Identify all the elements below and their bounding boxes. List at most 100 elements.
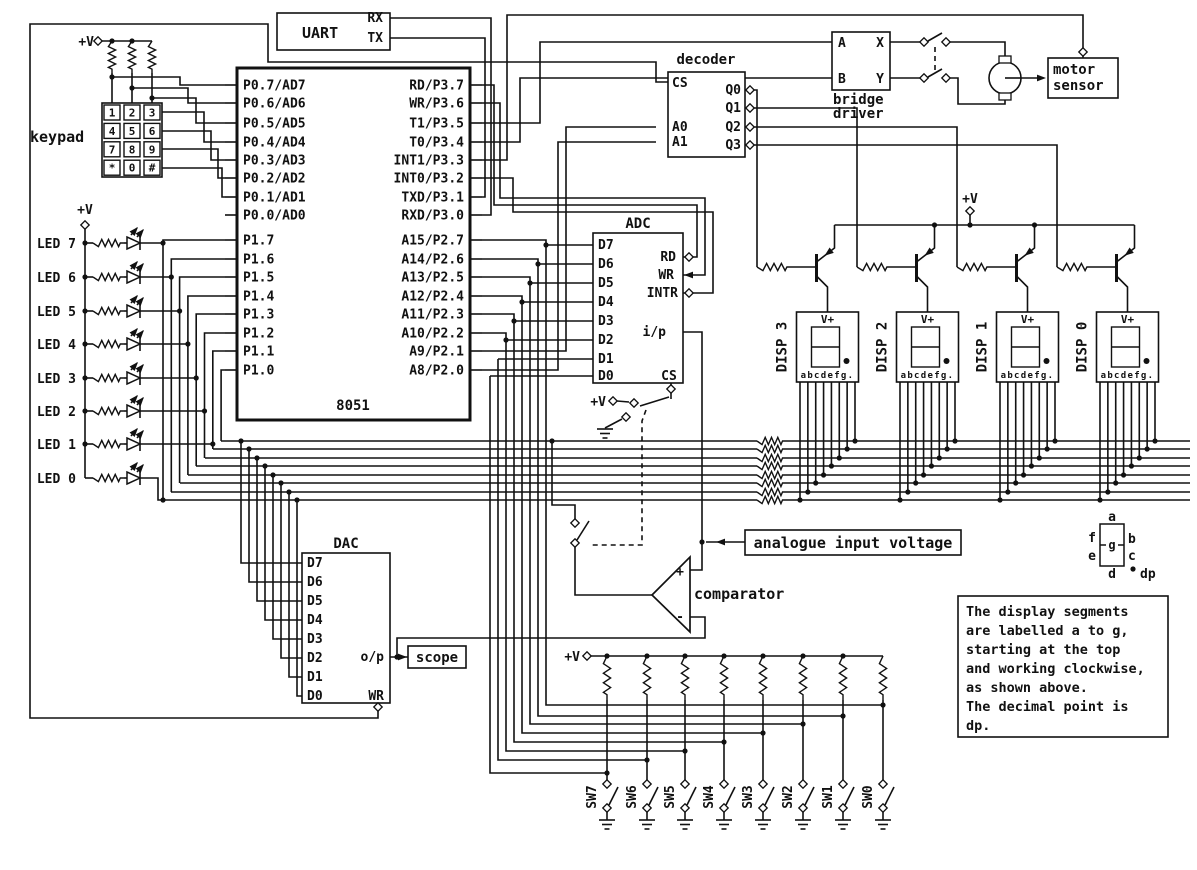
junction-dot: [952, 438, 958, 444]
arrowhead: [129, 462, 138, 472]
display-label: DISP 2: [875, 322, 891, 373]
uart-label: UART: [302, 24, 338, 42]
ganged-switch-link: [592, 409, 647, 546]
segment-pin-row: abcdefg.: [1101, 371, 1155, 381]
transistor-collector: [1015, 275, 1029, 312]
legend-segment: c: [1128, 549, 1136, 564]
terminal-diamond: [744, 102, 756, 114]
wire: [187, 295, 225, 475]
led-symbol: [126, 403, 142, 419]
junction-dot: [1120, 472, 1127, 478]
power-label: +V: [77, 203, 93, 218]
resistor: [756, 477, 786, 489]
pin-label: P0.4/AD4: [243, 136, 306, 151]
terminal-diamond: [718, 778, 730, 790]
pin-label: P0.3/AD3: [243, 154, 306, 169]
resistor: [602, 655, 612, 700]
junction-dot: [836, 455, 842, 461]
power-label: +V: [962, 192, 978, 207]
junction-dot: [246, 446, 252, 452]
analogue-input-label: analogue input voltage: [754, 534, 953, 552]
terminal-diamond: [744, 121, 756, 133]
wire: [212, 350, 225, 449]
keypad-key-label: 7: [109, 143, 116, 156]
pin-label: D4: [307, 613, 323, 628]
junction-dot: [1052, 438, 1058, 444]
pin-label: D7: [598, 238, 614, 253]
switch-blade: [804, 786, 815, 806]
junction-dot: [844, 446, 850, 452]
resistor: [1056, 261, 1091, 273]
keypad-label: keypad: [30, 128, 84, 146]
resistor: [106, 40, 118, 73]
wire: [482, 84, 698, 258]
resistor: [956, 261, 991, 273]
terminal-diamond: [679, 802, 691, 814]
junction-dot: [1136, 455, 1142, 461]
arrowhead: [129, 362, 138, 372]
wire: [390, 37, 486, 198]
legend-segment: e: [1088, 549, 1096, 564]
arrowhead: [924, 247, 934, 256]
pin-label: A: [838, 36, 846, 51]
motor-sensor-label: motor: [1053, 62, 1095, 78]
terminal-diamond: [601, 802, 613, 814]
resistor: [642, 655, 652, 700]
junction-dot: [1152, 438, 1158, 444]
wire: [745, 144, 1058, 267]
arrowhead: [135, 430, 144, 440]
display-label: DISP 3: [775, 322, 791, 373]
terminal-diamond: [877, 778, 889, 790]
resistor: [878, 655, 888, 700]
pin-label: D1: [598, 352, 614, 367]
arrowhead: [398, 653, 407, 661]
junction-dot: [185, 341, 191, 347]
segment-pin-row: abcdefg.: [901, 371, 955, 381]
junction-dot: [1128, 463, 1135, 469]
legend-segment: b: [1128, 532, 1136, 547]
junction-dot: [920, 472, 927, 478]
resistor: [756, 486, 786, 498]
switch-label: SW7: [585, 785, 600, 808]
pin-label: A9/P2.1: [409, 345, 464, 360]
pin-label: P1.6: [243, 253, 274, 268]
led-symbol: [126, 269, 142, 285]
wire: [482, 239, 883, 706]
legend-segment: a: [1108, 510, 1116, 525]
bridge-driver-box: [831, 31, 891, 91]
pin-label: D6: [598, 257, 614, 272]
terminal-diamond: [940, 72, 952, 84]
motor-sensor-box: [1047, 57, 1119, 99]
keypad-key-label: 3: [149, 107, 156, 120]
junction-dot: [1036, 455, 1042, 461]
transistor-emitter: [1016, 225, 1036, 263]
junction-dot: [519, 299, 525, 305]
pin-label: D3: [307, 632, 323, 647]
arrowhead: [135, 397, 144, 407]
pin-label: T1/P3.5: [409, 117, 464, 132]
keypad-key: [143, 159, 161, 176]
terminal-diamond: [581, 650, 593, 662]
arrowhead: [135, 229, 144, 239]
note-line: The display segments: [966, 604, 1129, 620]
pin-label: INT1/P3.3: [394, 154, 464, 169]
wire: [132, 87, 225, 104]
wire: [616, 400, 630, 403]
terminal-diamond: [665, 383, 677, 395]
note-line: dp.: [966, 718, 990, 734]
display-vplus: V+: [1121, 313, 1135, 326]
arrowhead: [1037, 74, 1046, 82]
legend-segment: dp: [1140, 567, 1156, 582]
led-symbol: [126, 470, 142, 486]
keypad-key: [123, 141, 141, 158]
display-label: DISP 0: [1075, 322, 1091, 373]
adc-box: [592, 232, 684, 384]
junction-dot: [168, 274, 174, 280]
wire: [683, 331, 703, 571]
wire: [152, 97, 225, 124]
terminal-diamond: [628, 397, 640, 409]
terminal-diamond: [683, 251, 695, 263]
junction-dot: [1105, 489, 1111, 495]
arrowhead: [135, 464, 144, 474]
